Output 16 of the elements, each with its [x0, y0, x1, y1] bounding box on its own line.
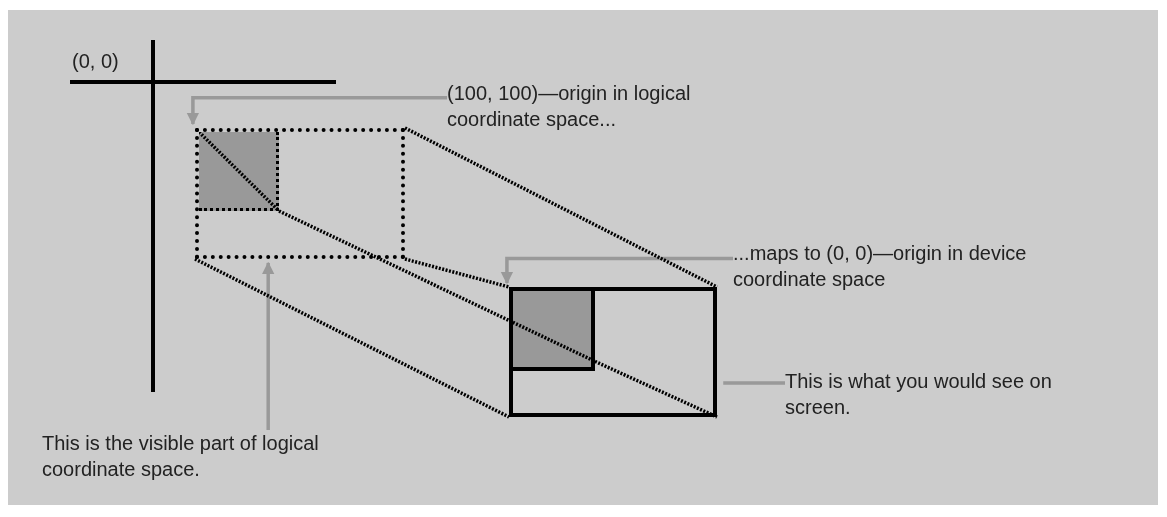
origin-label: (0, 0)	[72, 49, 119, 74]
shaded-square	[513, 291, 595, 371]
callout-text: ...maps to (0, 0)—origin in device coordinate space	[733, 240, 1038, 292]
callout-arrow	[500, 256, 733, 285]
callout-text: This is what you would see on screen.	[785, 368, 1085, 420]
projection-line	[594, 359, 718, 419]
logical-viewport-rectangle	[195, 128, 405, 259]
callout-text: (100, 100)—origin in logical coordinate space...	[447, 80, 787, 132]
callout-arrow	[186, 96, 447, 126]
leader-line	[723, 381, 785, 385]
callout-text: This is the visible part of logical coordinate space.	[42, 430, 332, 482]
projection-line	[194, 257, 510, 419]
callout-arrow	[262, 261, 275, 430]
screen-rectangle	[509, 287, 717, 417]
projection-line	[404, 257, 510, 289]
shaded-square	[199, 132, 279, 211]
